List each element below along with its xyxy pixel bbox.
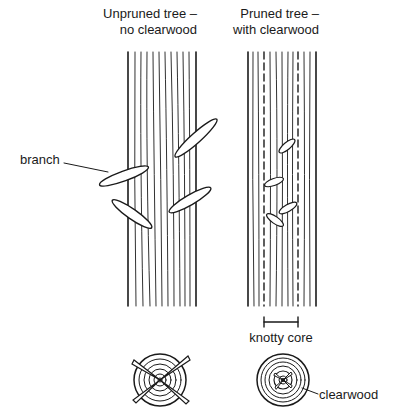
column-heading: Unpruned tree – no clearwood: [97, 6, 197, 38]
unpruned-cross-section: [132, 354, 190, 406]
unpruned-trunk: [98, 52, 220, 306]
column-heading: Pruned tree – with clearwood: [219, 6, 319, 38]
dimension-label: knotty core: [226, 330, 336, 346]
leader-line: [302, 388, 318, 394]
pruned-cross-section: [257, 354, 318, 406]
pruned-trunk: [248, 52, 316, 327]
part-label: clearwood: [319, 387, 399, 403]
leader-line: [64, 163, 108, 172]
core-bracket: [264, 317, 298, 327]
part-label: branch: [20, 152, 80, 168]
